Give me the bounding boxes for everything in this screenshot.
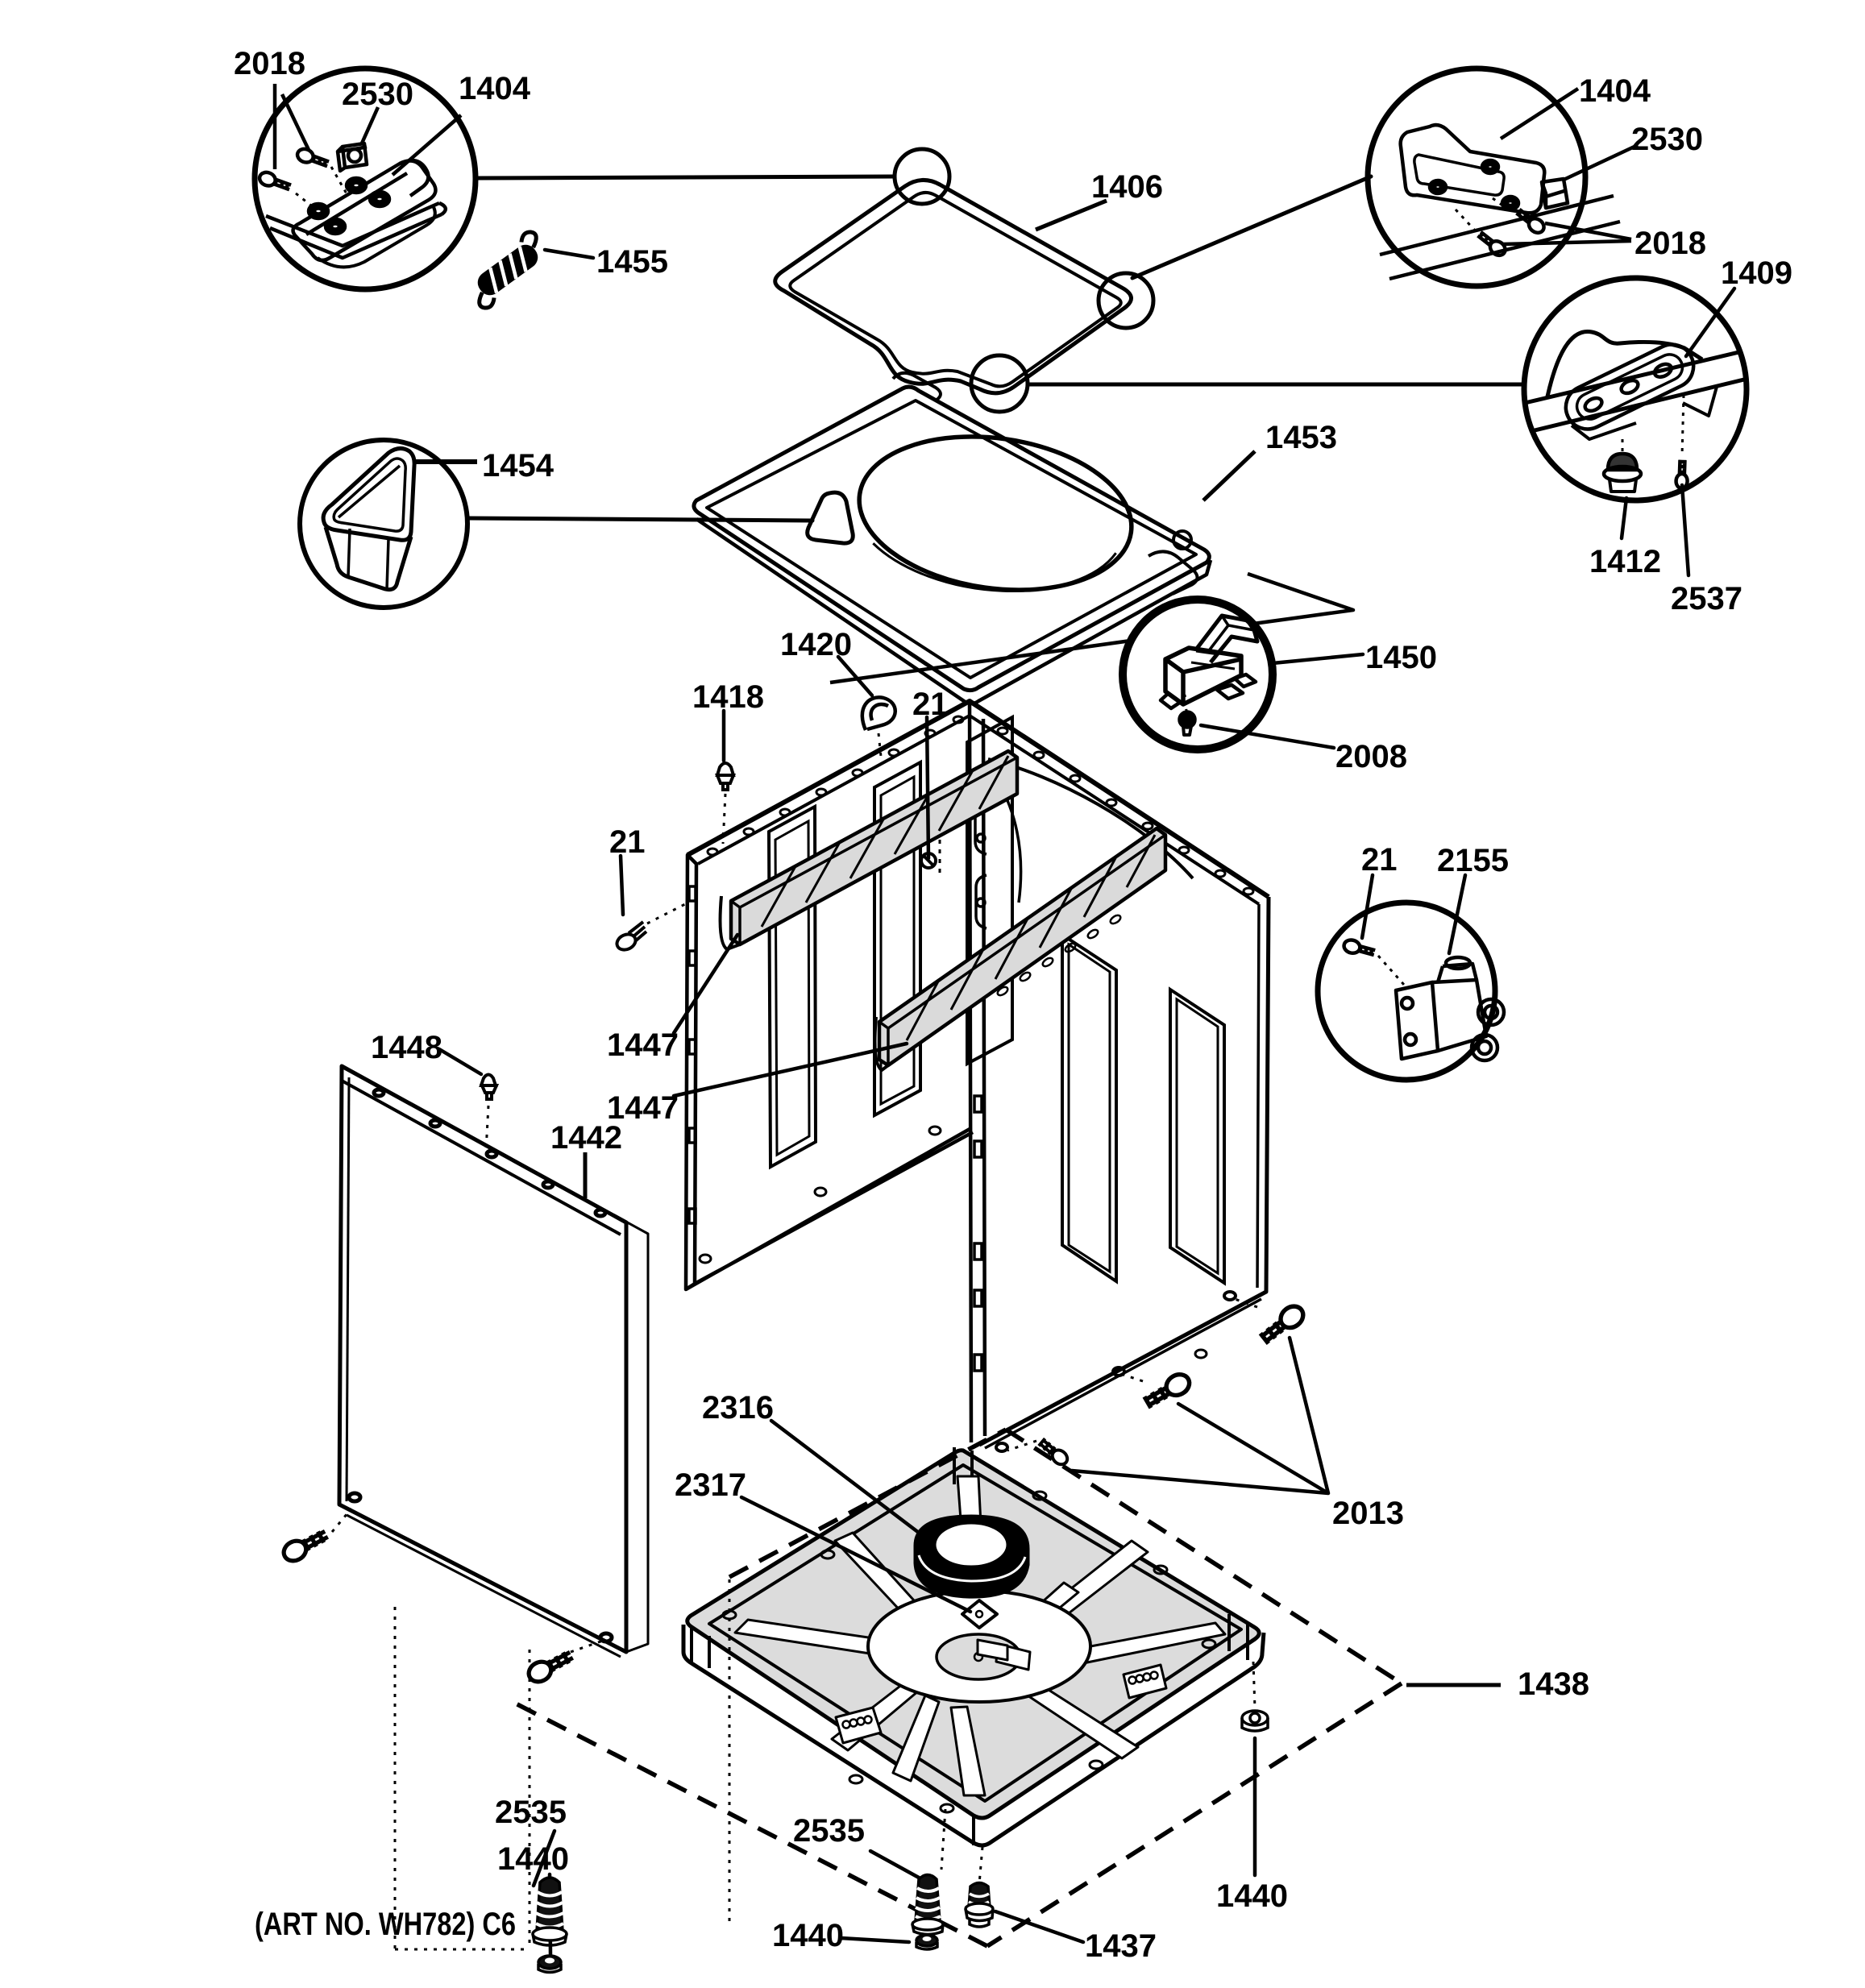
svg-text:1455: 1455 xyxy=(596,244,668,280)
svg-text:1440: 1440 xyxy=(772,1918,844,1953)
svg-text:1447: 1447 xyxy=(607,1090,679,1126)
svg-text:2537: 2537 xyxy=(1671,581,1742,616)
svg-text:21: 21 xyxy=(609,824,646,860)
svg-text:(ART NO. WH782) C6: (ART NO. WH782) C6 xyxy=(255,1907,516,1942)
svg-text:1438: 1438 xyxy=(1518,1666,1589,1702)
svg-text:2530: 2530 xyxy=(1631,122,1703,157)
svg-text:1450: 1450 xyxy=(1365,640,1437,675)
svg-text:2530: 2530 xyxy=(342,77,413,112)
svg-text:2317: 2317 xyxy=(675,1467,746,1503)
svg-text:2316: 2316 xyxy=(702,1390,774,1426)
svg-text:2008: 2008 xyxy=(1335,739,1407,774)
svg-text:2018: 2018 xyxy=(234,46,305,81)
svg-text:2155: 2155 xyxy=(1437,843,1509,878)
svg-text:1437: 1437 xyxy=(1085,1928,1157,1964)
svg-text:1442: 1442 xyxy=(550,1120,622,1156)
svg-text:1440: 1440 xyxy=(497,1841,569,1877)
svg-text:21: 21 xyxy=(1361,842,1398,878)
svg-text:1447: 1447 xyxy=(607,1027,679,1063)
svg-text:1406: 1406 xyxy=(1091,169,1163,205)
svg-text:2018: 2018 xyxy=(1634,226,1706,261)
svg-text:1448: 1448 xyxy=(371,1030,442,1065)
svg-text:1440: 1440 xyxy=(1216,1878,1288,1914)
svg-text:1412: 1412 xyxy=(1589,544,1661,579)
svg-text:2013: 2013 xyxy=(1332,1496,1404,1531)
svg-text:1453: 1453 xyxy=(1265,420,1337,455)
svg-text:1409: 1409 xyxy=(1721,255,1792,291)
svg-text:2535: 2535 xyxy=(793,1813,865,1849)
svg-text:1418: 1418 xyxy=(692,679,764,715)
svg-text:1404: 1404 xyxy=(459,71,531,106)
svg-text:1454: 1454 xyxy=(482,448,555,484)
svg-text:1420: 1420 xyxy=(780,627,852,662)
svg-text:1404: 1404 xyxy=(1579,73,1651,109)
